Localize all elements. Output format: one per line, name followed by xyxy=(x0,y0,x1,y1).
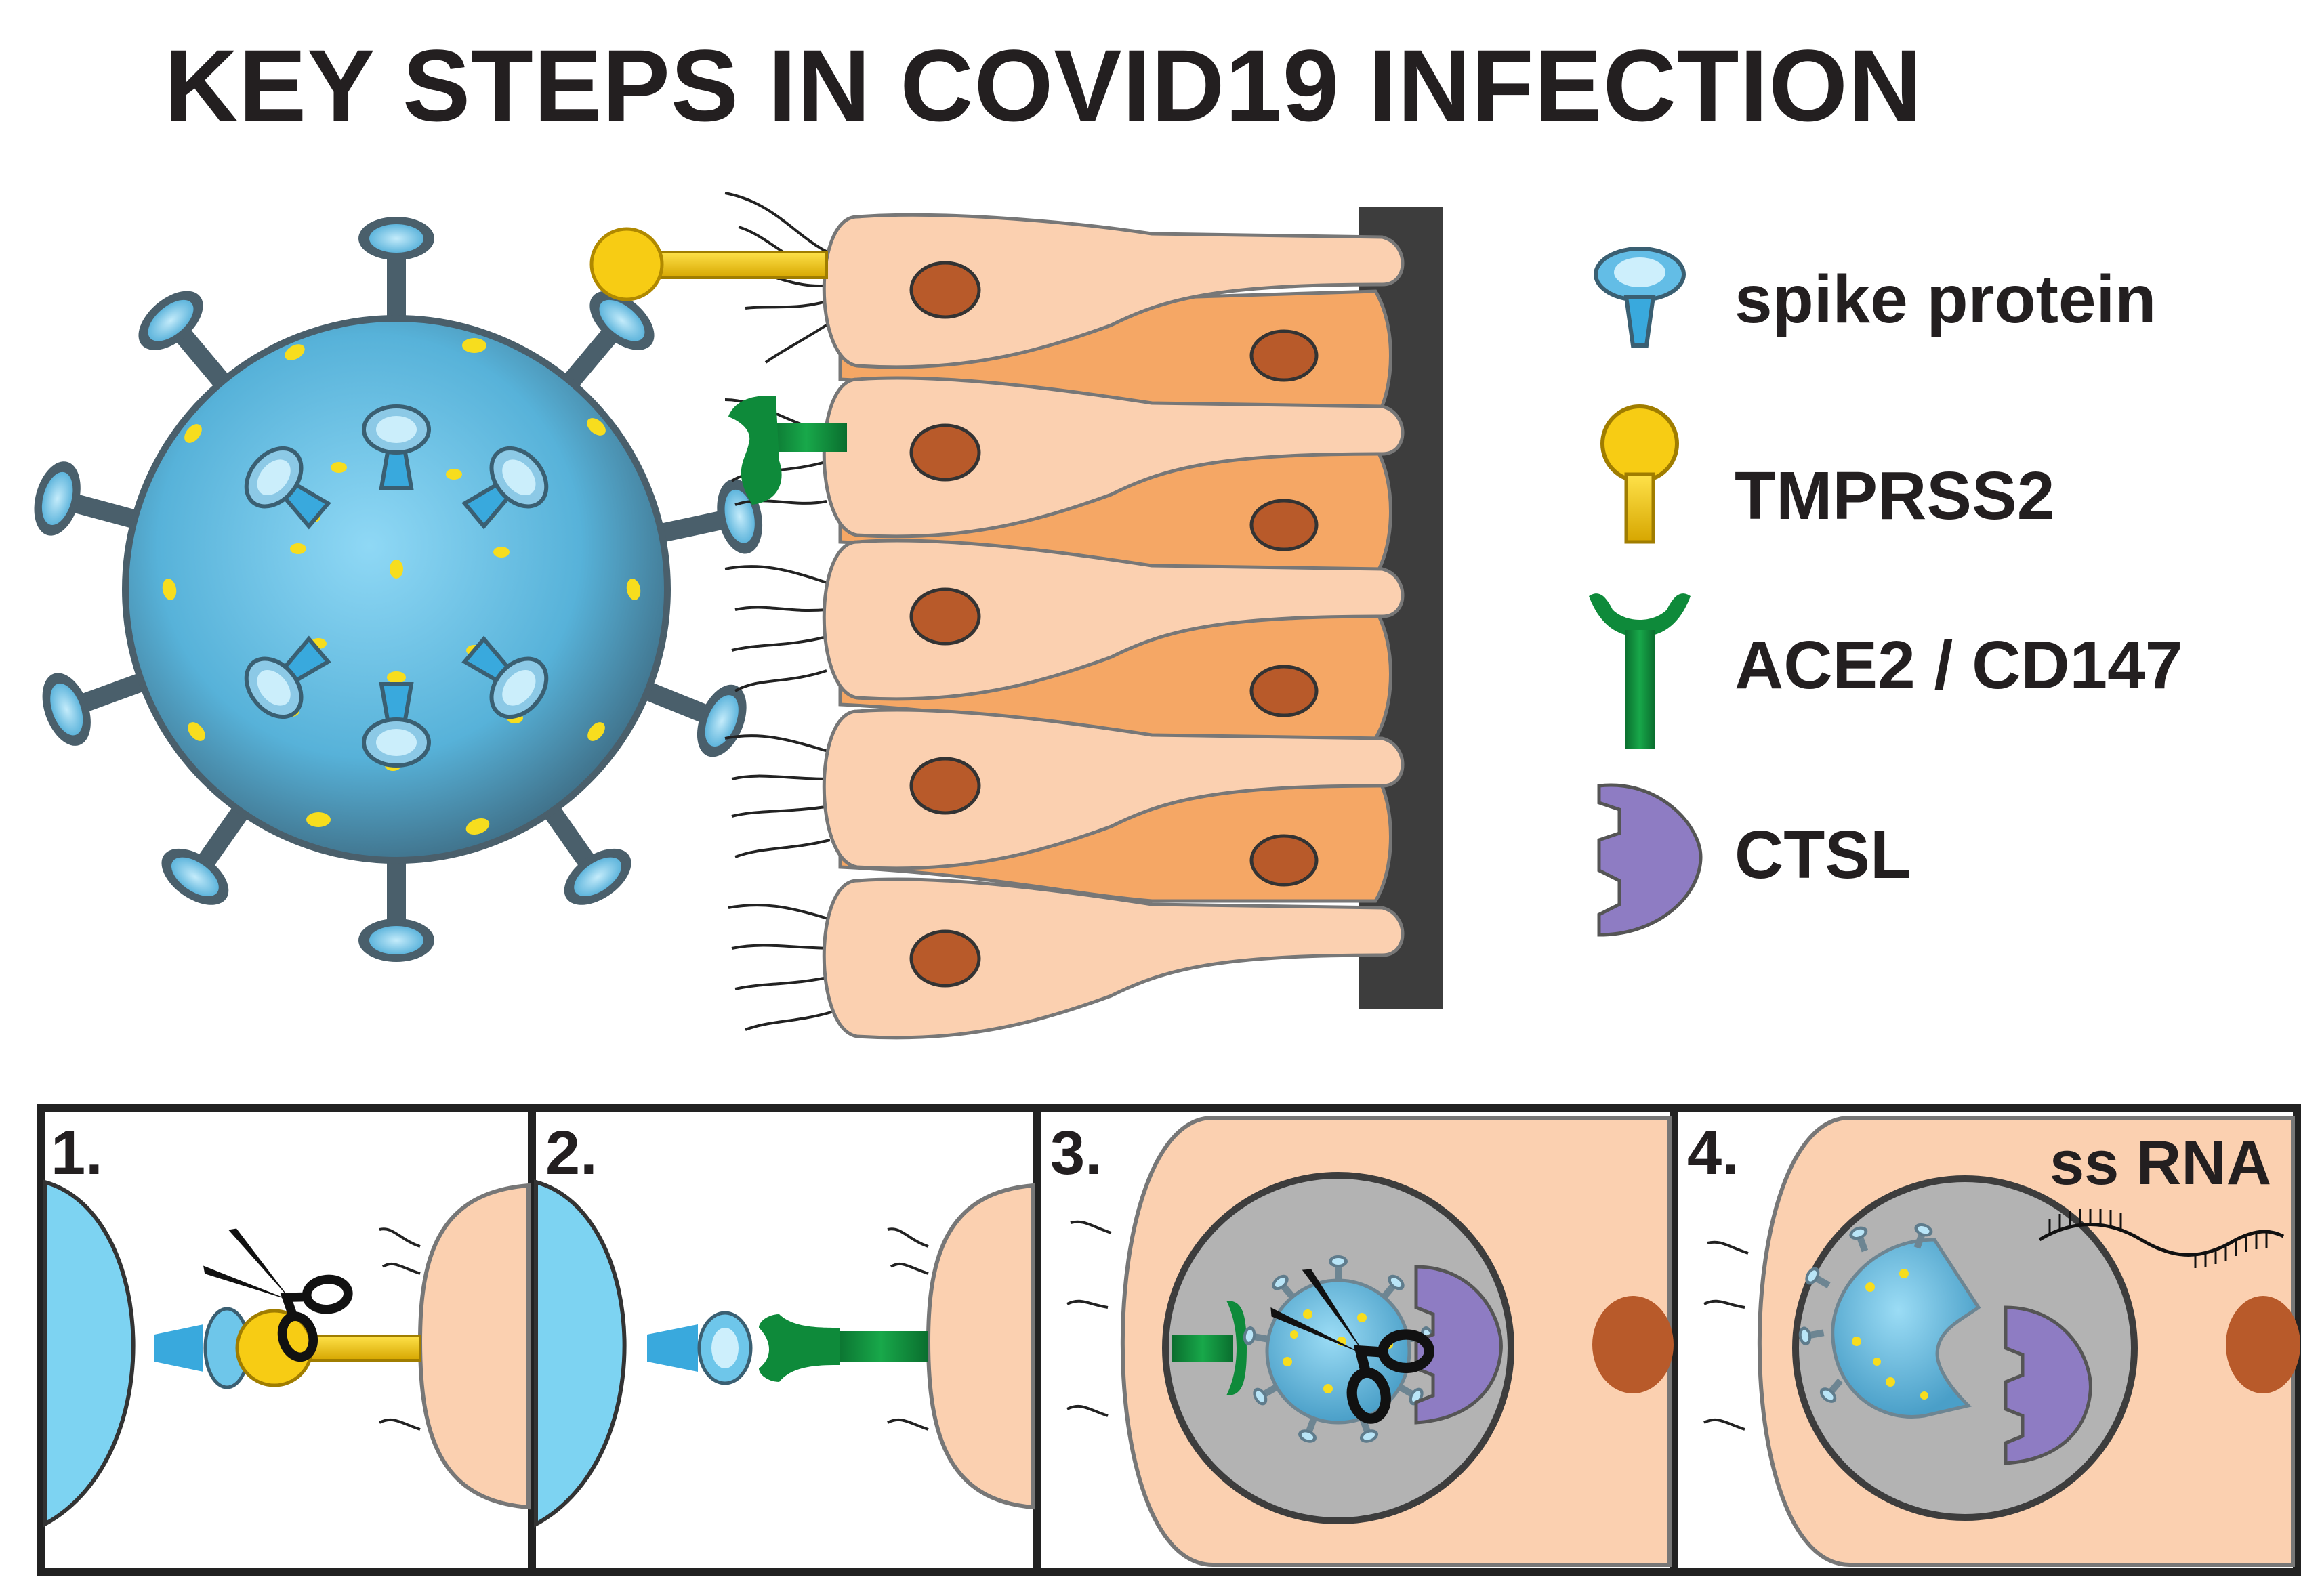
tmprss2-icon xyxy=(1600,404,1679,544)
step-number-1: 1. xyxy=(51,1118,103,1188)
virus-envelope xyxy=(122,315,671,864)
legend-label-ace2-cd147: ACE2 / CD147 xyxy=(1735,627,2183,703)
step-panel-4 xyxy=(1703,1116,2300,1567)
ss-rna-label: ss RNA xyxy=(2050,1129,2272,1198)
legend-label-spike-protein: spike protein xyxy=(1735,261,2157,337)
step-panel-3 xyxy=(1066,1116,1674,1567)
virus-particle xyxy=(26,217,769,962)
ace2-receptor xyxy=(728,396,847,505)
step-panel-2 xyxy=(534,1179,1035,1528)
legend-label-tmprss2: TMPRSS2 xyxy=(1735,458,2055,534)
epithelial-cells xyxy=(822,207,1443,1040)
spike-protein-icon xyxy=(1594,247,1686,348)
tmprss2-receptor xyxy=(589,227,828,301)
legend xyxy=(1589,247,1703,937)
step-number-4: 4. xyxy=(1687,1118,1739,1188)
ace2-cd147-icon xyxy=(1589,593,1691,749)
step-panels xyxy=(37,1104,2301,1576)
ss-rna-strand xyxy=(2038,1209,2285,1268)
page-title: KEY STEPS IN COVID19 INFECTION xyxy=(164,28,1923,142)
legend-label-ctsl: CTSL xyxy=(1735,817,1912,893)
step-number-2: 2. xyxy=(545,1118,598,1188)
step-number-3: 3. xyxy=(1050,1118,1102,1188)
ctsl-icon xyxy=(1597,783,1703,937)
step-panel-1 xyxy=(43,1179,531,1528)
